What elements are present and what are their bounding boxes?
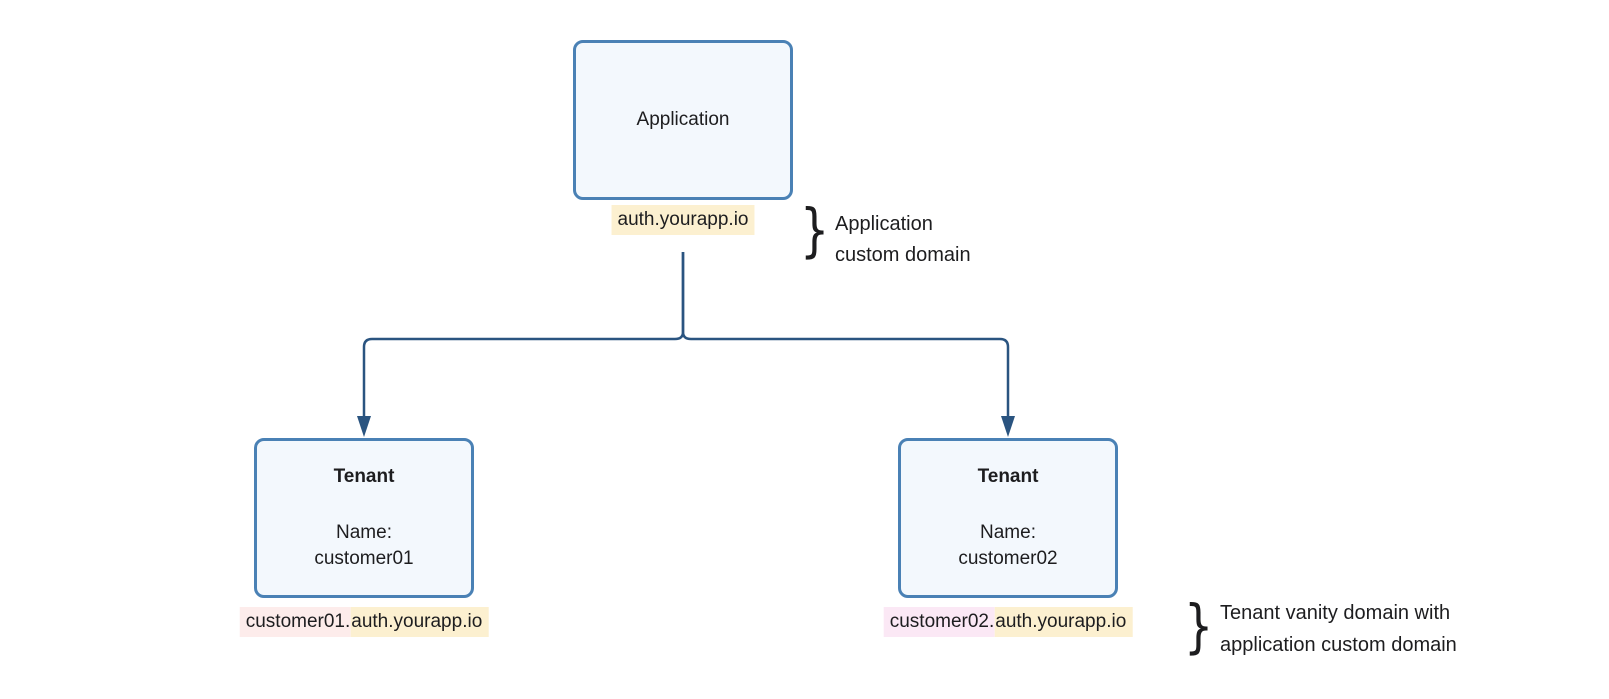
tenant2-name-label: Name: bbox=[980, 522, 1036, 543]
tenant1-domain-label: customer01.auth.yourapp.io bbox=[239, 607, 489, 637]
tenant-annotation-brace: } bbox=[1184, 592, 1214, 660]
tenant1-domain-text: auth.yourapp.io bbox=[350, 607, 489, 637]
app-annotation-text: Application custom domain bbox=[835, 209, 971, 271]
app-annotation-line1: Application bbox=[835, 213, 933, 235]
tenant2-domain-text: auth.yourapp.io bbox=[994, 607, 1133, 637]
tenant-annotation-line2: application custom domain bbox=[1220, 634, 1457, 656]
application-node: Application bbox=[573, 40, 793, 200]
tenant2-name-value: customer02 bbox=[958, 548, 1058, 569]
tenant1-node: Tenant Name: customer01 bbox=[254, 438, 474, 598]
tenant2-subdomain-text: customer02. bbox=[883, 607, 995, 637]
tenant2-node-title: Tenant bbox=[977, 466, 1039, 487]
connector-to-tenant1 bbox=[362, 252, 685, 422]
app-domain-text: auth.yourapp.io bbox=[611, 205, 755, 235]
tenant2-domain-label: customer02.auth.yourapp.io bbox=[883, 607, 1133, 637]
tenant-annotation-text: Tenant vanity domain with application cu… bbox=[1220, 597, 1457, 661]
tenant1-name-label: Name: bbox=[336, 522, 392, 543]
tenant1-subdomain-text: customer01. bbox=[239, 607, 351, 637]
arrowhead-tenant2 bbox=[1001, 416, 1015, 437]
connector-to-tenant2 bbox=[681, 252, 1010, 422]
tenant-annotation-line1: Tenant vanity domain with bbox=[1220, 602, 1451, 624]
tenant1-node-title: Tenant bbox=[333, 466, 395, 487]
app-annotation-brace: } bbox=[800, 196, 830, 264]
app-domain-label: auth.yourapp.io bbox=[611, 205, 755, 235]
tenant2-node: Tenant Name: customer02 bbox=[898, 438, 1118, 598]
tenant1-name-value: customer01 bbox=[314, 548, 414, 569]
app-annotation-line2: custom domain bbox=[835, 244, 971, 266]
application-node-title: Application bbox=[636, 109, 730, 130]
arrowhead-tenant1 bbox=[357, 416, 371, 437]
